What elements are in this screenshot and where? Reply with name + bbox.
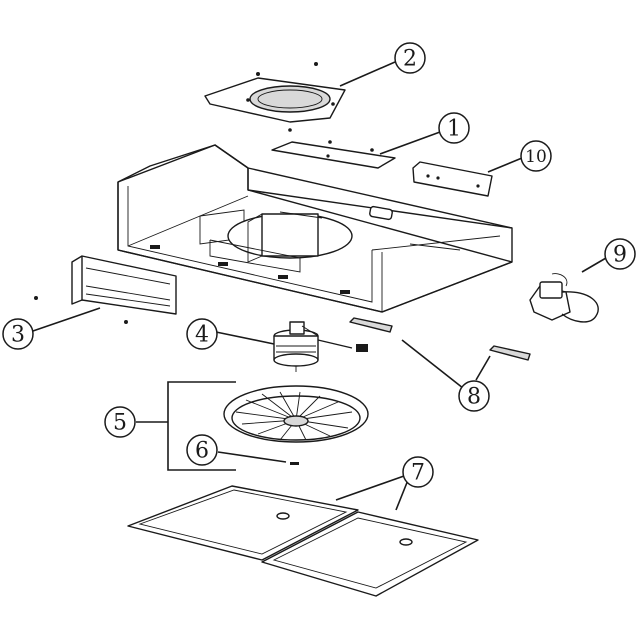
callout-9-label: 9	[613, 243, 627, 268]
callout-10: 10	[520, 140, 552, 172]
callout-3: 3	[2, 318, 34, 350]
callout-2: 2	[394, 42, 426, 74]
blower-motor	[273, 321, 368, 372]
range-hood-body	[117, 144, 513, 313]
callout-9: 9	[604, 238, 636, 270]
junction-cover-plate	[271, 128, 396, 169]
callout-3-label: 3	[11, 323, 25, 348]
duct-collar-plate	[204, 62, 346, 123]
grease-filters	[127, 485, 479, 597]
callout-6: 6	[186, 434, 218, 466]
callout-1-label: 1	[447, 117, 461, 142]
filter-clips	[349, 317, 531, 361]
callout-5: 5	[104, 406, 136, 438]
blower-wheel-assembly	[223, 385, 369, 465]
callout-7: 7	[402, 456, 434, 488]
callout-10-label: 10	[525, 147, 547, 167]
callout-2-label: 2	[403, 47, 417, 72]
callout-1: 1	[438, 112, 470, 144]
callout-8: 8	[458, 380, 490, 412]
light-socket-assembly	[529, 273, 599, 323]
callout-4: 4	[186, 318, 218, 350]
vent-damper-bracket	[34, 255, 177, 324]
callout-8-label: 8	[467, 385, 481, 410]
callout-6-label: 6	[195, 439, 209, 464]
callout-5-label: 5	[113, 411, 127, 436]
leader-lines	[29, 61, 607, 511]
callout-4-label: 4	[195, 323, 209, 348]
callout-7-label: 7	[411, 461, 425, 486]
